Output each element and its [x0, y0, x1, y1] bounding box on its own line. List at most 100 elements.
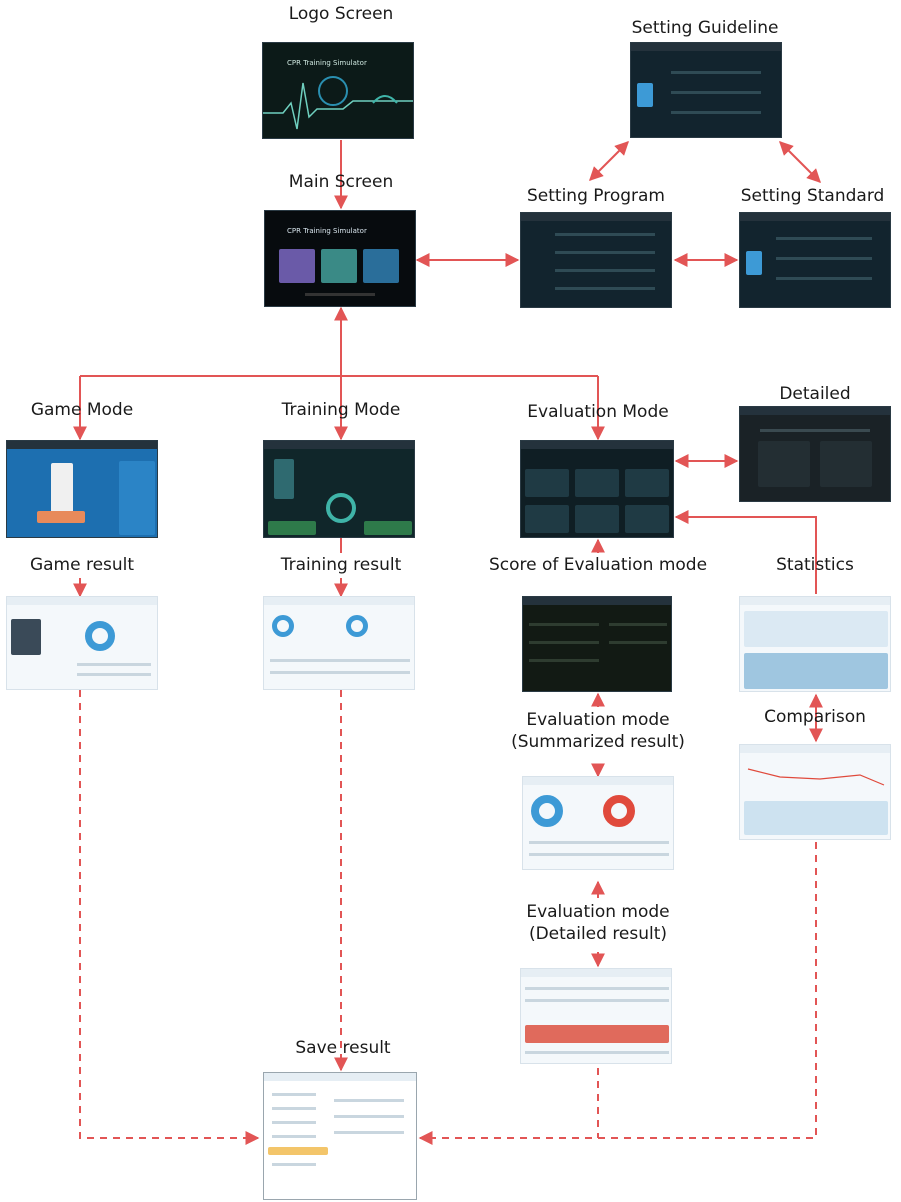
statistics-chart-area [744, 611, 888, 647]
detailed-panel [820, 441, 872, 487]
standard-row [776, 237, 872, 240]
main-card-training [321, 249, 357, 283]
save-topbar [264, 1073, 416, 1081]
detailed-topbar [740, 407, 890, 415]
thumb-setting-guideline [630, 42, 782, 138]
thumb-game-mode [6, 440, 158, 538]
game-topbar [7, 441, 157, 449]
game-result-image [11, 619, 41, 655]
thumb-training-mode [263, 440, 415, 538]
statistics-topbar [740, 597, 890, 605]
label-detailed-result-line1: Evaluation mode [526, 902, 670, 922]
program-row [555, 251, 655, 254]
guideline-row [671, 91, 761, 94]
save-selected-item [268, 1147, 328, 1155]
thumb-setting-standard [739, 212, 891, 308]
logo-title-text: CPR Training Simulator [287, 59, 367, 67]
score-topbar [523, 597, 671, 605]
comparison-trend-line [747, 768, 885, 786]
thumb-setting-program [520, 212, 672, 308]
detailed-result-row [525, 1051, 669, 1054]
edge-statistics-evaluation [674, 510, 817, 594]
detailed-result-row [525, 999, 669, 1002]
label-score-evaluation: Score of Evaluation mode [488, 555, 708, 575]
thumb-evaluation-mode [520, 440, 674, 538]
save-list-item [272, 1107, 316, 1110]
eval-cell [625, 505, 669, 533]
game-character [51, 463, 73, 513]
program-topbar [521, 213, 671, 221]
label-comparison: Comparison [764, 707, 866, 727]
training-topbar [264, 441, 414, 449]
game-result-row [77, 663, 151, 666]
label-summarized-line2: (Summarized result) [511, 732, 685, 752]
training-meter-right [364, 521, 412, 535]
summarized-donut-red [603, 795, 635, 827]
ecg-line-icon [263, 76, 413, 130]
eval-cell [575, 505, 619, 533]
thumb-game-result [6, 596, 158, 690]
score-row [529, 623, 599, 626]
training-result-donut-right [346, 615, 368, 637]
eval-cell [525, 469, 569, 497]
thumb-score-evaluation [522, 596, 672, 692]
save-list-item [272, 1163, 316, 1166]
edge-program-guideline [589, 141, 629, 181]
label-evaluation-mode: Evaluation Mode [527, 402, 669, 422]
training-result-row [270, 671, 410, 674]
label-detailed-result-line2: (Detailed result) [528, 924, 668, 944]
eval-cell [525, 505, 569, 533]
summarized-topbar [523, 777, 673, 785]
label-logo-screen: Logo Screen [288, 4, 394, 24]
edge-guideline-standard [779, 141, 821, 183]
save-list-item [272, 1135, 316, 1138]
game-result-donut [85, 621, 115, 651]
label-game-result: Game result [29, 555, 135, 575]
training-meter-left [268, 521, 316, 535]
label-statistics: Statistics [776, 555, 854, 575]
label-main-screen: Main Screen [288, 172, 394, 192]
guideline-topbar [631, 43, 781, 51]
main-title-text: CPR Training Simulator [287, 227, 367, 235]
save-list-item [272, 1121, 316, 1124]
main-footer-line [305, 293, 375, 296]
main-card-game [279, 249, 315, 283]
eval-cell [625, 469, 669, 497]
edge-gameresult-save [79, 690, 260, 1145]
main-card-evaluation [363, 249, 399, 283]
score-row [529, 641, 599, 644]
thumb-logo-screen: CPR Training Simulator [262, 42, 414, 139]
save-list-item [272, 1093, 316, 1096]
training-gauge [326, 493, 356, 523]
thumb-training-result [263, 596, 415, 690]
program-row [555, 233, 655, 236]
label-save-result: Save result [295, 1038, 391, 1058]
save-detail-row [334, 1131, 404, 1134]
program-row [555, 287, 655, 290]
label-training-result: Training result [280, 555, 402, 575]
standard-row [776, 277, 872, 280]
game-side-panel [119, 461, 155, 535]
thumb-comparison [739, 744, 891, 840]
label-setting-guideline: Setting Guideline [631, 18, 779, 38]
label-training-mode: Training Mode [281, 400, 401, 420]
training-result-row [270, 659, 410, 662]
evaluation-topbar [521, 441, 673, 449]
score-row [529, 659, 599, 662]
comparison-table [744, 801, 888, 835]
standard-lungs-icon [746, 251, 762, 275]
eval-cell [575, 469, 619, 497]
detailed-result-red-band [525, 1025, 669, 1043]
game-floor [37, 511, 85, 523]
thumb-detailed-result [520, 968, 672, 1064]
detailed-row [760, 429, 870, 432]
label-setting-standard: Setting Standard [740, 186, 885, 206]
save-detail-row [334, 1115, 404, 1118]
score-row [609, 623, 667, 626]
standard-row [776, 257, 872, 260]
thumb-save-result [263, 1072, 417, 1200]
summarized-row [529, 853, 669, 856]
comparison-topbar [740, 745, 890, 753]
detailed-panel [758, 441, 810, 487]
